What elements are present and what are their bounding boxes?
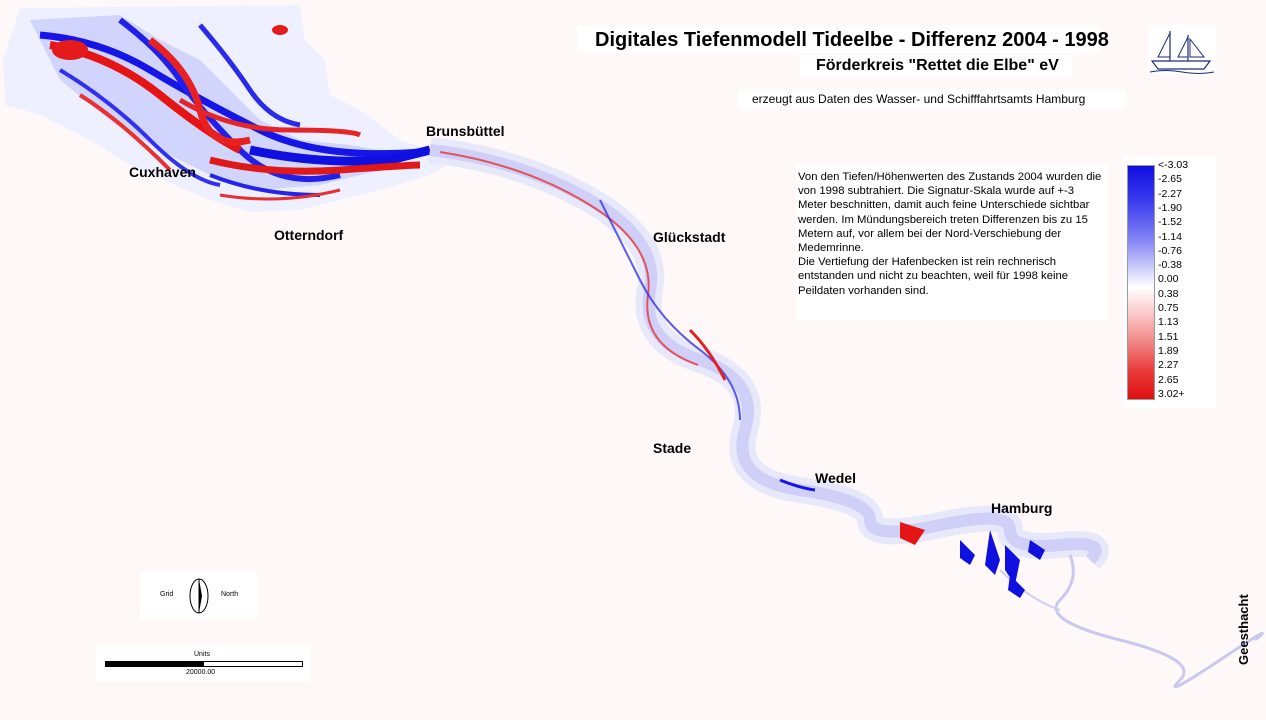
- title-box: Digitales Tiefenmodell Tideelbe - Differ…: [577, 26, 1109, 53]
- description-text: Von den Tiefen/Höhenwerten des Zustands …: [798, 170, 1104, 298]
- place-label-stade: Stade: [653, 440, 692, 456]
- scale-bar: [105, 661, 303, 667]
- scale-bar-unit-label: Units: [194, 651, 210, 658]
- legend-label: 3.02+: [1158, 387, 1185, 400]
- legend-label: -1.52: [1158, 216, 1182, 229]
- estuary-mouth: [3, 5, 470, 212]
- place-label-cuxhaven: Cuxhaven: [129, 164, 196, 180]
- place-label-hamburg: Hamburg: [991, 500, 1053, 516]
- map-subtitle: Förderkreis "Rettet die Elbe" eV: [816, 57, 1059, 74]
- river-course: [428, 137, 1264, 689]
- subtitle-box: Förderkreis "Rettet die Elbe" eV: [800, 55, 1072, 77]
- data-source-note: erzeugt aus Daten des Wasser- und Schiff…: [752, 92, 1086, 106]
- map-title: Digitales Tiefenmodell Tideelbe - Differ…: [595, 29, 1109, 51]
- north-arrow-grid-label: Grid: [160, 591, 174, 598]
- place-label-geesthacht: Geesthacht: [1236, 594, 1251, 665]
- description-box: Von den Tiefen/Höhenwerten des Zustands …: [796, 165, 1108, 320]
- legend-label: 2.27: [1158, 359, 1179, 372]
- legend-label: 1.51: [1158, 330, 1179, 343]
- north-arrow-north-label: North: [221, 591, 239, 598]
- legend-label: 0.00: [1158, 273, 1179, 286]
- legend-label: -2.65: [1158, 173, 1182, 186]
- legend-label: 1.13: [1158, 316, 1179, 329]
- north-arrow-icon: [189, 578, 209, 614]
- legend-label: <-3.03: [1158, 159, 1189, 171]
- description-paragraph-1: Von den Tiefen/Höhenwerten des Zustands …: [798, 171, 1102, 255]
- legend-label: -1.90: [1158, 201, 1182, 214]
- place-label-otterndorf: Otterndorf: [274, 227, 344, 243]
- legend-label: 2.65: [1158, 373, 1179, 386]
- ship-icon: [1149, 31, 1215, 74]
- place-label-glueckstadt: Glückstadt: [653, 229, 726, 245]
- place-label-wedel: Wedel: [815, 470, 856, 486]
- legend-label: -2.27: [1158, 187, 1182, 200]
- legend-label: 0.75: [1158, 302, 1179, 314]
- legend-label: 0.38: [1158, 287, 1179, 300]
- description-paragraph-2: Die Vertiefung der Hafenbecken ist rein …: [798, 256, 1069, 297]
- legend-label: -0.38: [1158, 259, 1182, 272]
- legend-label: 1.89: [1158, 344, 1179, 357]
- north-arrow-box: Grid North: [140, 571, 258, 619]
- ship-logo: [1148, 25, 1216, 75]
- color-legend: <-3.03 -2.65-2.27-1.90 -1.52-1.14-0.76 -0.3…: [1124, 156, 1216, 408]
- scale-bar-box: Units 20000.00: [96, 645, 310, 682]
- place-label-brunsbuettel: Brunsbüttel: [426, 123, 505, 139]
- scale-bar-value: 20000.00: [186, 669, 216, 676]
- legend-label: -1.14: [1158, 230, 1182, 243]
- source-box: erzeugt aus Daten des Wasser- und Schiff…: [738, 90, 1126, 109]
- legend-label: -0.76: [1158, 244, 1182, 257]
- legend-color-ramp: [1127, 165, 1155, 400]
